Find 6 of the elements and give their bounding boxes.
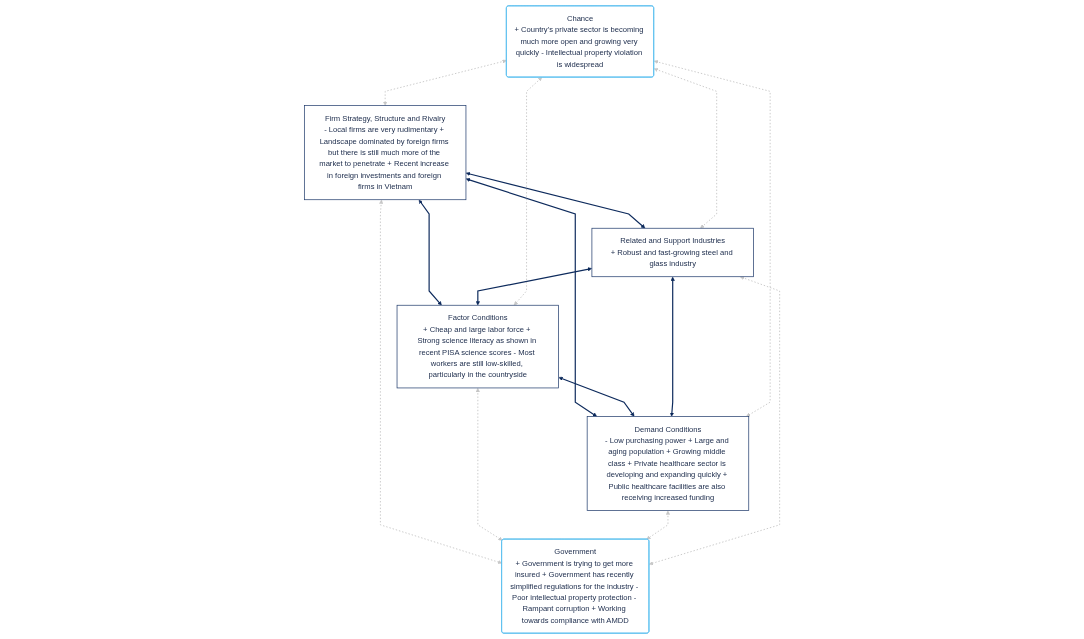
arrow bbox=[558, 376, 635, 417]
arrow bbox=[418, 199, 442, 306]
arrow bbox=[465, 171, 646, 229]
arrow bbox=[669, 276, 675, 417]
arrow bbox=[465, 177, 597, 417]
arrow bbox=[475, 267, 592, 306]
